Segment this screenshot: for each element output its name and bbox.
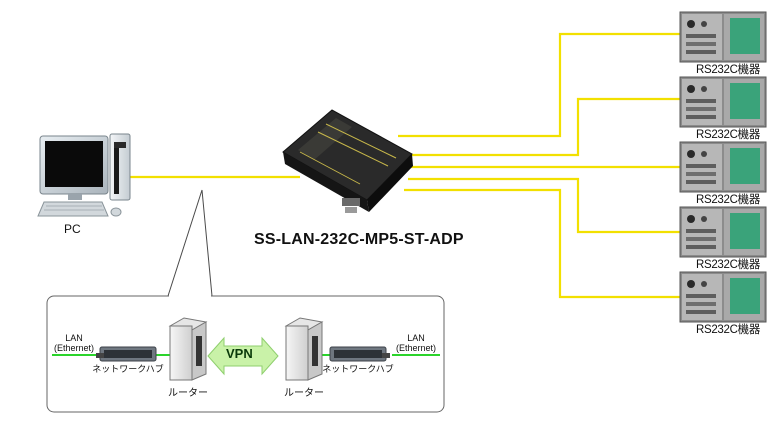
rs232c-label-1: RS232C機器 (695, 64, 761, 76)
device-ss-lan-232c (282, 109, 413, 213)
lan-right-line2: (Ethernet) (395, 343, 437, 353)
router-left (168, 317, 208, 381)
wiring (130, 32, 680, 299)
hub-label-right: ネットワークハブ (322, 364, 394, 374)
rs232c-device-5 (679, 271, 767, 323)
lan-right-line1: LAN (407, 333, 425, 343)
vpn-label: VPN (226, 346, 253, 361)
vpn-inset-callout (46, 189, 445, 413)
device-model-label: SS-LAN-232C-MP5-ST-ADP (254, 231, 464, 248)
lan-label-right: LAN (Ethernet) (394, 333, 438, 353)
rs232c-device-2 (679, 76, 767, 128)
rs232c-label-4: RS232C機器 (695, 259, 761, 271)
lan-left-line1: LAN (65, 333, 83, 343)
line-to-rs232c-5 (404, 188, 680, 299)
line-to-rs232c-1 (398, 32, 680, 138)
pc-icon (37, 133, 131, 217)
router-right (284, 317, 324, 381)
vpn-double-arrow (207, 336, 279, 376)
rs232c-device-3 (679, 141, 767, 193)
rs232c-device-1 (679, 11, 767, 63)
lan-label-left: LAN (Ethernet) (52, 333, 96, 353)
line-to-rs232c-2 (405, 97, 680, 157)
lan-left-line2: (Ethernet) (53, 343, 95, 353)
rs232c-label-5: RS232C機器 (695, 324, 761, 336)
router-label-left: ルーター (168, 388, 208, 399)
pc-label: PC (64, 222, 81, 236)
rs232c-device-4 (679, 206, 767, 258)
hub-label-left: ネットワークハブ (92, 364, 164, 374)
line-to-rs232c-4 (408, 177, 680, 234)
rs232c-label-2: RS232C機器 (695, 129, 761, 141)
rs232c-label-3: RS232C機器 (695, 194, 761, 206)
network-hub-right (329, 346, 390, 362)
network-hub-left (96, 346, 157, 362)
router-label-right: ルーター (284, 388, 324, 399)
